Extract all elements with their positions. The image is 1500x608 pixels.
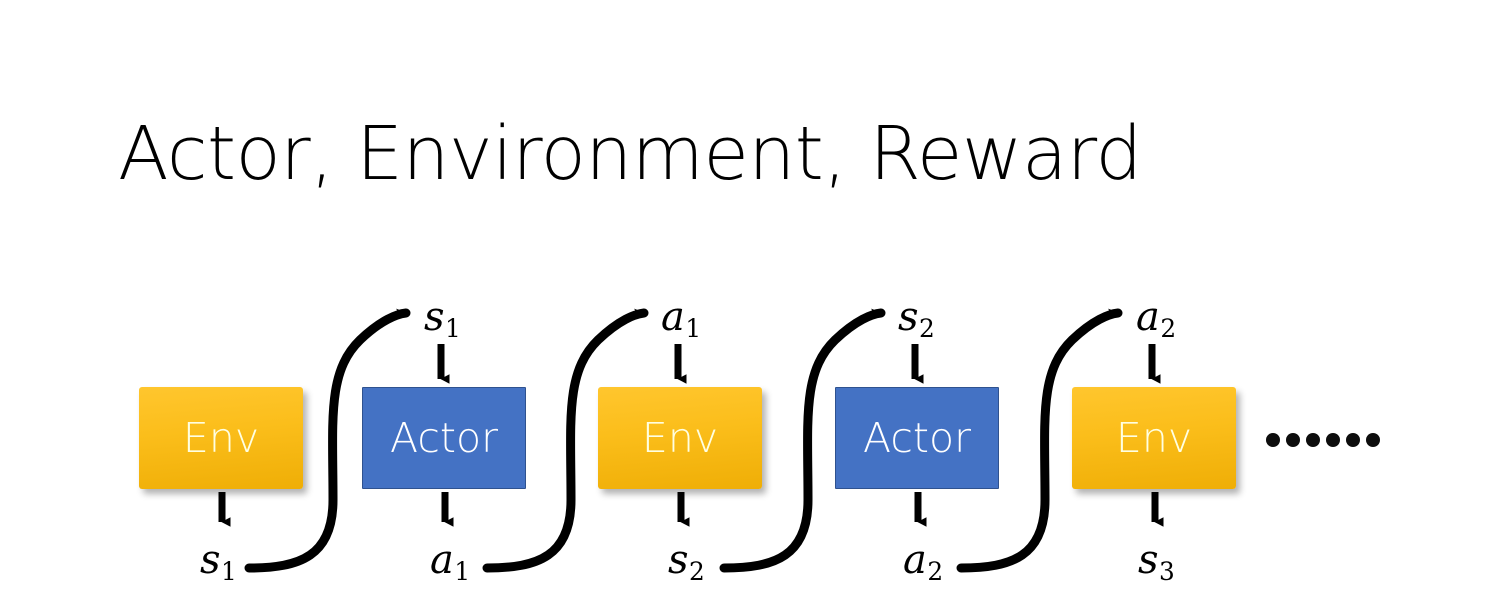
node-label: Env <box>182 413 260 462</box>
ellipsis-dot <box>1306 433 1320 447</box>
label-top-s1: s1 <box>424 294 461 341</box>
subscript: 1 <box>221 557 237 587</box>
subscript: 2 <box>1160 314 1177 344</box>
symbol: a <box>903 537 927 583</box>
node-env-2[interactable]: Env <box>598 387 762 489</box>
label-top-a1: a1 <box>661 294 701 341</box>
node-env-1[interactable]: Env <box>139 387 303 489</box>
subscript: 1 <box>445 314 461 344</box>
curve-a2-to-env3 <box>956 308 1123 573</box>
symbol: s <box>668 537 689 583</box>
subscript: 2 <box>927 557 944 587</box>
label-top-s2: s2 <box>898 294 935 341</box>
node-actor-1[interactable]: Actor <box>362 387 526 489</box>
continuation-ellipsis <box>1266 433 1380 447</box>
node-label: Actor <box>863 413 971 462</box>
page-title: Actor, Environment, Reward <box>118 111 1142 197</box>
label-bottom-s3: s3 <box>1138 537 1175 584</box>
symbol: s <box>898 294 919 340</box>
ellipsis-dot <box>1346 433 1360 447</box>
subscript: 3 <box>1159 557 1175 587</box>
label-bottom-s1: s1 <box>200 537 237 584</box>
node-label: Env <box>1115 413 1193 462</box>
curve-s2-to-actor2 <box>719 308 886 573</box>
arrow-group-box-to-bottom <box>218 492 1164 527</box>
ellipsis-dot <box>1366 433 1380 447</box>
subscript: 2 <box>689 557 705 587</box>
ellipsis-dot <box>1286 433 1300 447</box>
symbol: s <box>1138 537 1159 583</box>
subscript: 1 <box>454 557 471 587</box>
symbol: s <box>200 537 221 583</box>
ellipsis-dot <box>1326 433 1340 447</box>
subscript: 2 <box>919 314 935 344</box>
node-label: Env <box>641 413 719 462</box>
label-bottom-s2: s2 <box>668 537 705 584</box>
label-bottom-a2: a2 <box>903 537 943 584</box>
node-env-3[interactable]: Env <box>1072 387 1236 489</box>
node-actor-2[interactable]: Actor <box>835 387 999 489</box>
curve-s1-to-actor1 <box>244 308 411 573</box>
label-bottom-a1: a1 <box>430 537 470 584</box>
symbol: s <box>424 294 445 340</box>
subscript: 1 <box>685 314 702 344</box>
arrow-group-top-into-box <box>437 344 1161 384</box>
symbol: a <box>1136 294 1160 340</box>
curve-a1-to-env2 <box>482 308 649 573</box>
symbol: a <box>430 537 454 583</box>
label-top-a2: a2 <box>1136 294 1176 341</box>
ellipsis-dot <box>1266 433 1280 447</box>
symbol: a <box>661 294 685 340</box>
arrow-group-feedback-curves <box>244 308 1123 573</box>
node-label: Actor <box>390 413 498 462</box>
